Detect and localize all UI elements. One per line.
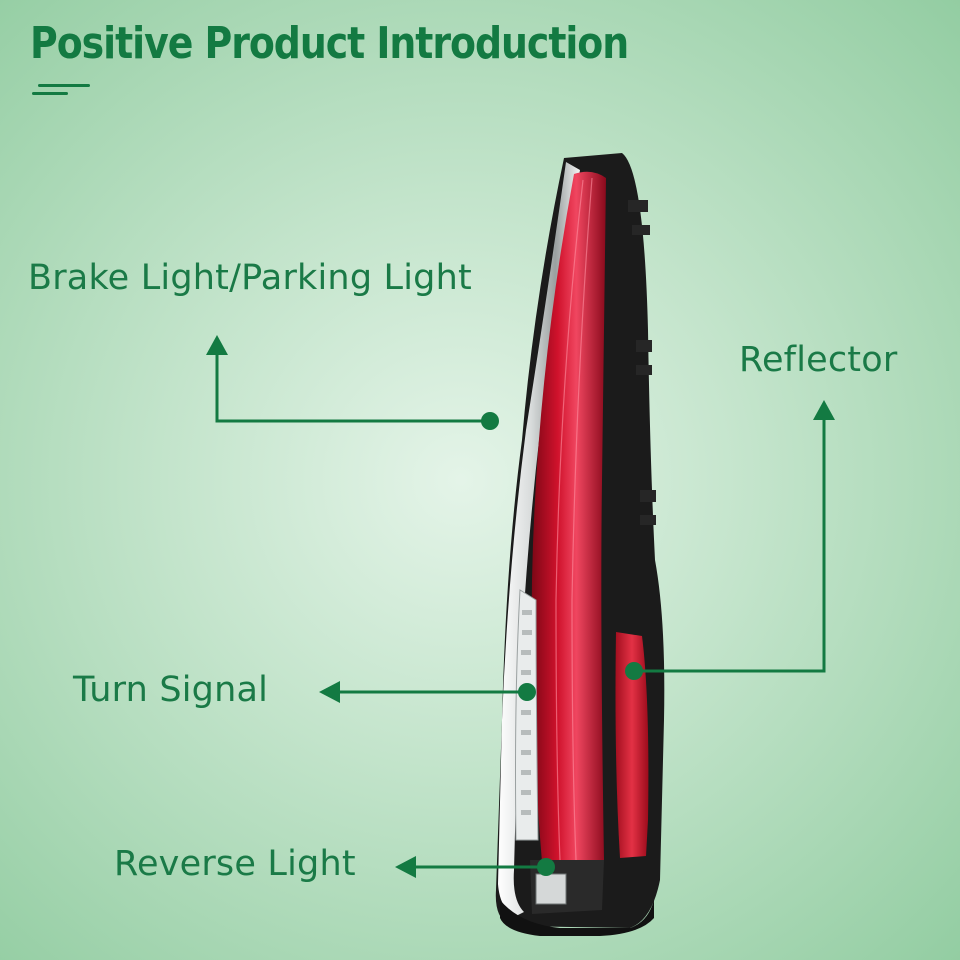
label-reflector: Reflector (739, 340, 898, 380)
label-turn-signal: Turn Signal (73, 670, 269, 710)
arrow-left-reverse (395, 856, 416, 878)
dot-turn (518, 683, 536, 701)
housing-base (500, 900, 654, 936)
arrow-up-brake (206, 335, 228, 355)
turn-signal-leds (521, 610, 532, 815)
label-brake-light: Brake Light/Parking Light (28, 258, 472, 298)
callout-reflector (634, 418, 826, 673)
dot-reflector (625, 662, 643, 680)
title-underline (32, 84, 90, 98)
dot-reverse (537, 858, 555, 876)
reverse-light-lens (535, 873, 567, 905)
lens-ribs (555, 177, 593, 861)
chrome-edge (498, 162, 580, 916)
reflector-lens (615, 632, 649, 858)
red-lens (531, 171, 606, 862)
mounting-tabs (628, 200, 656, 525)
arrow-left-turn (319, 681, 340, 703)
callout-brake (215, 350, 490, 423)
label-reverse-light: Reverse Light (114, 844, 356, 884)
arrow-up-reflector (813, 400, 835, 420)
page-title: Positive Product Introduction (30, 18, 629, 69)
dot-brake (481, 412, 499, 430)
